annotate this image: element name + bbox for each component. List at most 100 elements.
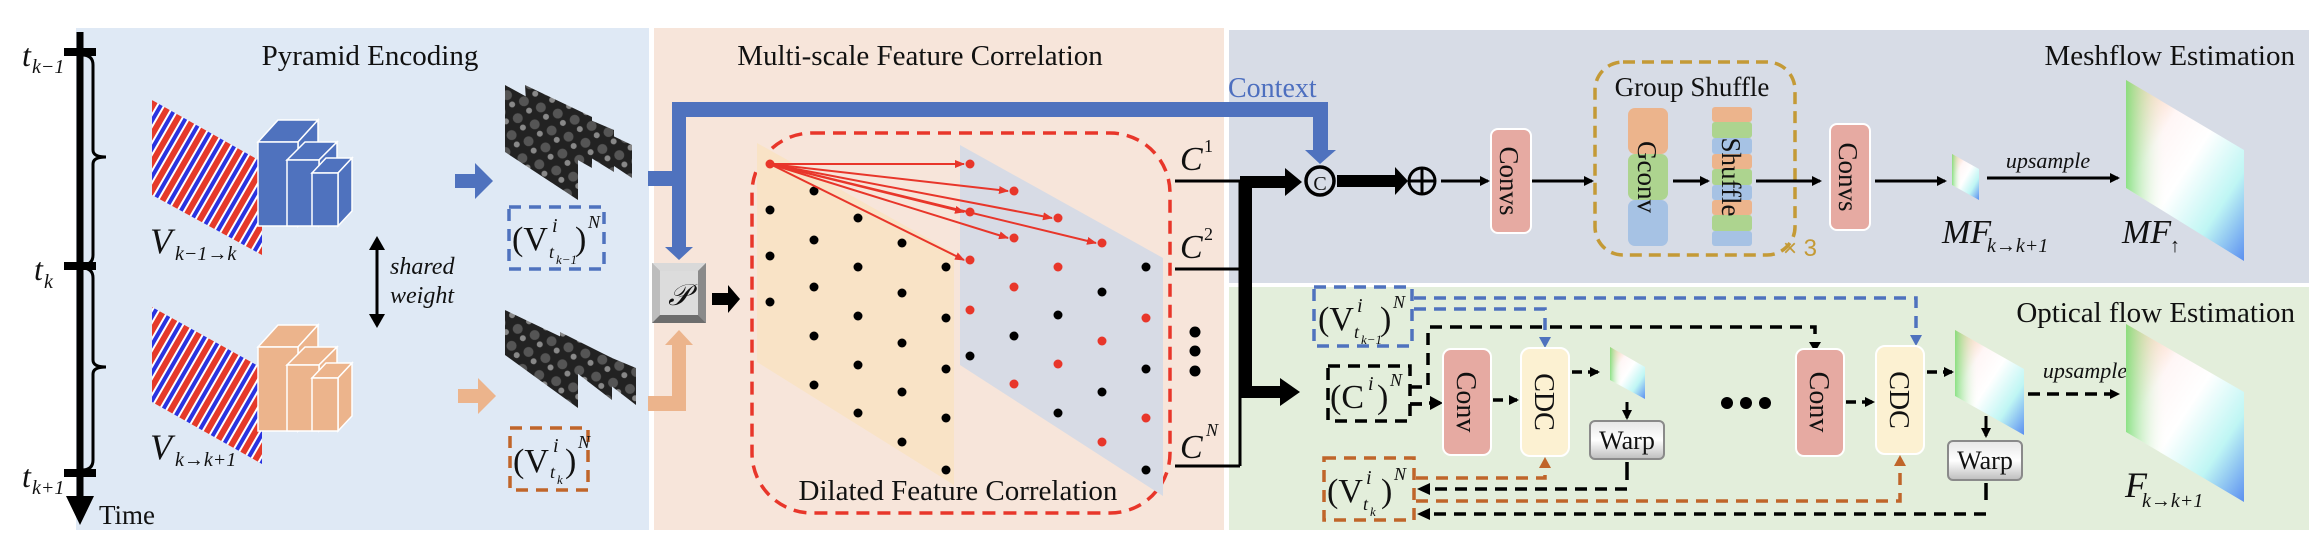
source-dot [853,311,863,321]
target-dot [1141,465,1151,475]
arrow-icon [1539,337,1551,348]
target-dot [1141,364,1151,374]
svg-text:↑: ↑ [2170,235,2180,257]
svg-text:N: N [1392,292,1406,312]
svg-text:N: N [587,212,601,232]
svg-text:Gconv: Gconv [1632,141,1662,213]
svg-text:): ) [1380,301,1391,338]
svg-text:Convs: Convs [1833,142,1863,211]
svg-text:k+1: k+1 [32,477,64,499]
timeline-arrow-icon [66,496,94,525]
cdc-block-2: CDC [1875,345,1925,455]
input-image-top [152,100,262,255]
upsample-label-optical: upsample [2043,358,2128,383]
brace-bottom [81,266,107,472]
target-dot [965,305,975,315]
target-dot [1097,287,1107,297]
source-dot [941,364,951,374]
gconv-block: Gconv [1628,108,1668,246]
correlation-arrow [769,163,1009,240]
svg-text:k→k+1: k→k+1 [2142,490,2203,512]
svg-text:t: t [549,242,555,262]
svg-text:(V: (V [1327,473,1363,510]
target-dot [1053,213,1063,223]
svg-text:k: k [1370,504,1376,519]
svg-text:k−1: k−1 [32,56,64,78]
pyramid-title: Pyramid Encoding [262,40,479,72]
source-dot [853,262,863,272]
meshflow-small-image [1952,154,1979,200]
svg-text:C: C [1313,173,1326,195]
svg-text:t: t [1354,322,1360,342]
arrow-icon [1894,455,1906,466]
svg-text:): ) [565,443,576,480]
dilated-correlation-border [750,131,1172,515]
target-dot [1097,336,1107,346]
flow-intermediate-1 [1610,347,1645,399]
source-dot [853,360,863,370]
target-dot [1009,331,1019,341]
brace-top [81,53,107,267]
svg-text:1: 1 [1204,136,1213,156]
target-dot [1053,408,1063,418]
svg-text:Conv: Conv [1450,372,1481,433]
source-dot [897,437,907,447]
warp-button-1: Warp [1589,420,1665,460]
concat-operator: C [1304,165,1336,197]
target-dot [1009,233,1019,243]
svg-text:t: t [1363,494,1369,514]
input-label-top: V k−1→k [150,221,237,265]
arrow-icon [712,285,740,313]
group-shuffle-border [1593,60,1797,257]
tick-label-tk: t k [34,251,54,293]
vcur-dashed-path [1416,466,1902,503]
p-operator-box: 𝒫 [652,263,706,323]
optical-flow-output [2126,324,2244,502]
add-operator [1407,166,1437,196]
svg-text:k→k+1: k→k+1 [1987,235,2048,257]
svg-text:V: V [150,427,176,467]
svg-text:C: C [1180,429,1203,466]
svg-text:k→k+1: k→k+1 [175,449,236,471]
timeline: t k−1 t k t k+1 Time [22,32,155,530]
correlation-arrow [769,163,965,214]
source-dot [809,380,819,390]
target-dot [1009,282,1019,292]
optical-title: Optical flow Estimation [2016,297,2295,329]
target-dot [965,351,975,361]
source-dot [809,186,819,196]
correlation-output-cn: C N [1175,420,1240,468]
conv-block-2: Conv [1795,348,1845,457]
convs-block-2: Convs [1829,123,1871,231]
svg-text:Convs: Convs [1494,146,1524,215]
arrow-icon [455,163,493,199]
svg-text:Warp: Warp [1599,426,1655,455]
svg-text:i: i [1366,467,1372,489]
arrow-icon [1539,457,1551,468]
target-dot [1009,186,1019,196]
source-dot [941,313,951,323]
svg-text:t: t [22,37,32,73]
source-dot [765,297,775,307]
time-axis-label: Time [99,500,155,530]
tick-label-tk+1: t k+1 [22,458,64,499]
source-dot [897,238,907,248]
cdc-block-1: CDC [1520,347,1570,457]
svg-text:V: V [150,221,176,261]
svg-text:k−1: k−1 [1361,332,1382,347]
correlation-title: Multi-scale Feature Correlation [737,40,1103,72]
target-dot [965,159,975,169]
encoder-top [256,118,354,228]
arrow-icon [1430,396,1443,410]
tick-label-tk-1: t k−1 [22,37,64,78]
correlation-output-c2: C 2 [1175,224,1240,271]
warp-feedback-path [1430,487,1986,516]
correlation-arrows [769,160,1097,261]
feature-box-bottom [508,426,590,492]
target-dot [1141,413,1151,423]
source-dot [809,235,819,245]
correlation-arrow [769,163,965,261]
shuffle-block: Shuffle [1712,107,1752,246]
svg-text:Shuffle: Shuffle [1716,138,1746,217]
arrow-icon [1910,335,1922,346]
